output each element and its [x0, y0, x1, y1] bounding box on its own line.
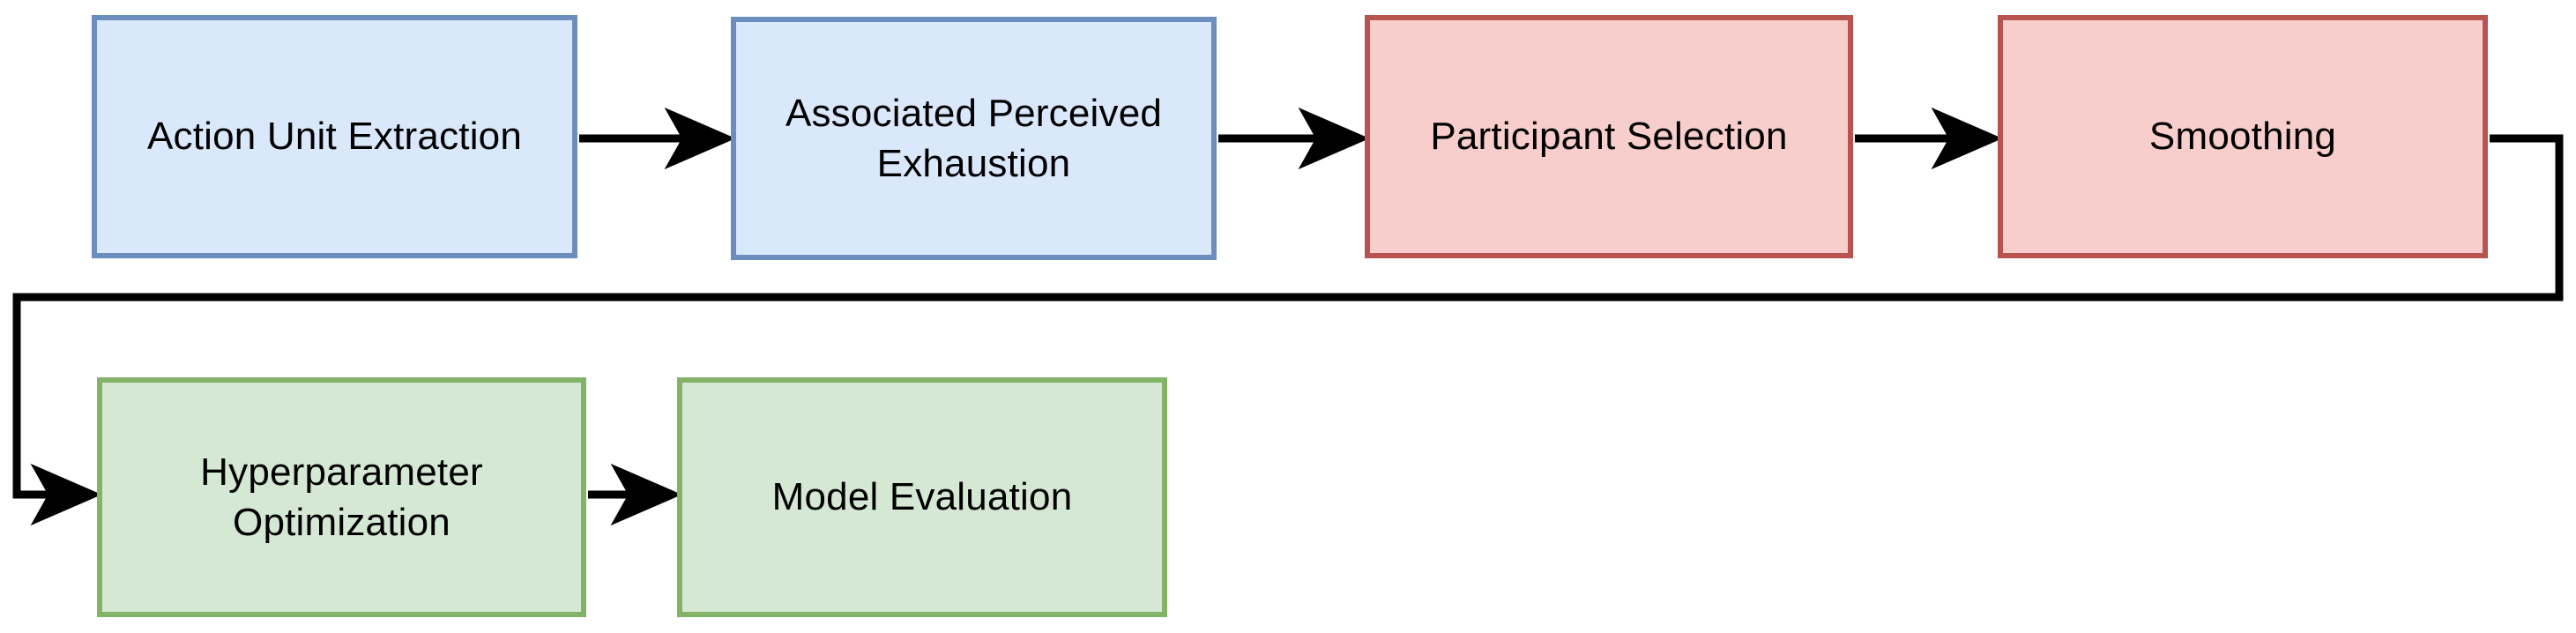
node-label-hyperparameter-optimization: Hyperparameter Optimization	[200, 450, 483, 544]
node-action-unit-extraction[interactable]: Action Unit Extraction	[92, 15, 577, 258]
node-smoothing[interactable]: Smoothing	[1998, 15, 2488, 258]
node-label-associated-perceived-exhaustion: Associated Perceived Exhaustion	[785, 91, 1163, 185]
node-participant-selection[interactable]: Participant Selection	[1365, 15, 1853, 258]
node-label-participant-selection: Participant Selection	[1430, 115, 1788, 159]
node-label-action-unit-extraction: Action Unit Extraction	[146, 115, 523, 159]
node-hyperparameter-optimization[interactable]: Hyperparameter Optimization	[97, 377, 586, 617]
node-model-evaluation[interactable]: Model Evaluation	[677, 377, 1167, 617]
node-label-smoothing: Smoothing	[2148, 115, 2337, 159]
node-associated-perceived-exhaustion[interactable]: Associated Perceived Exhaustion	[731, 17, 1217, 260]
node-label-model-evaluation: Model Evaluation	[771, 475, 1073, 519]
edge-smoothing-to-hyperparameter	[12, 134, 2564, 526]
